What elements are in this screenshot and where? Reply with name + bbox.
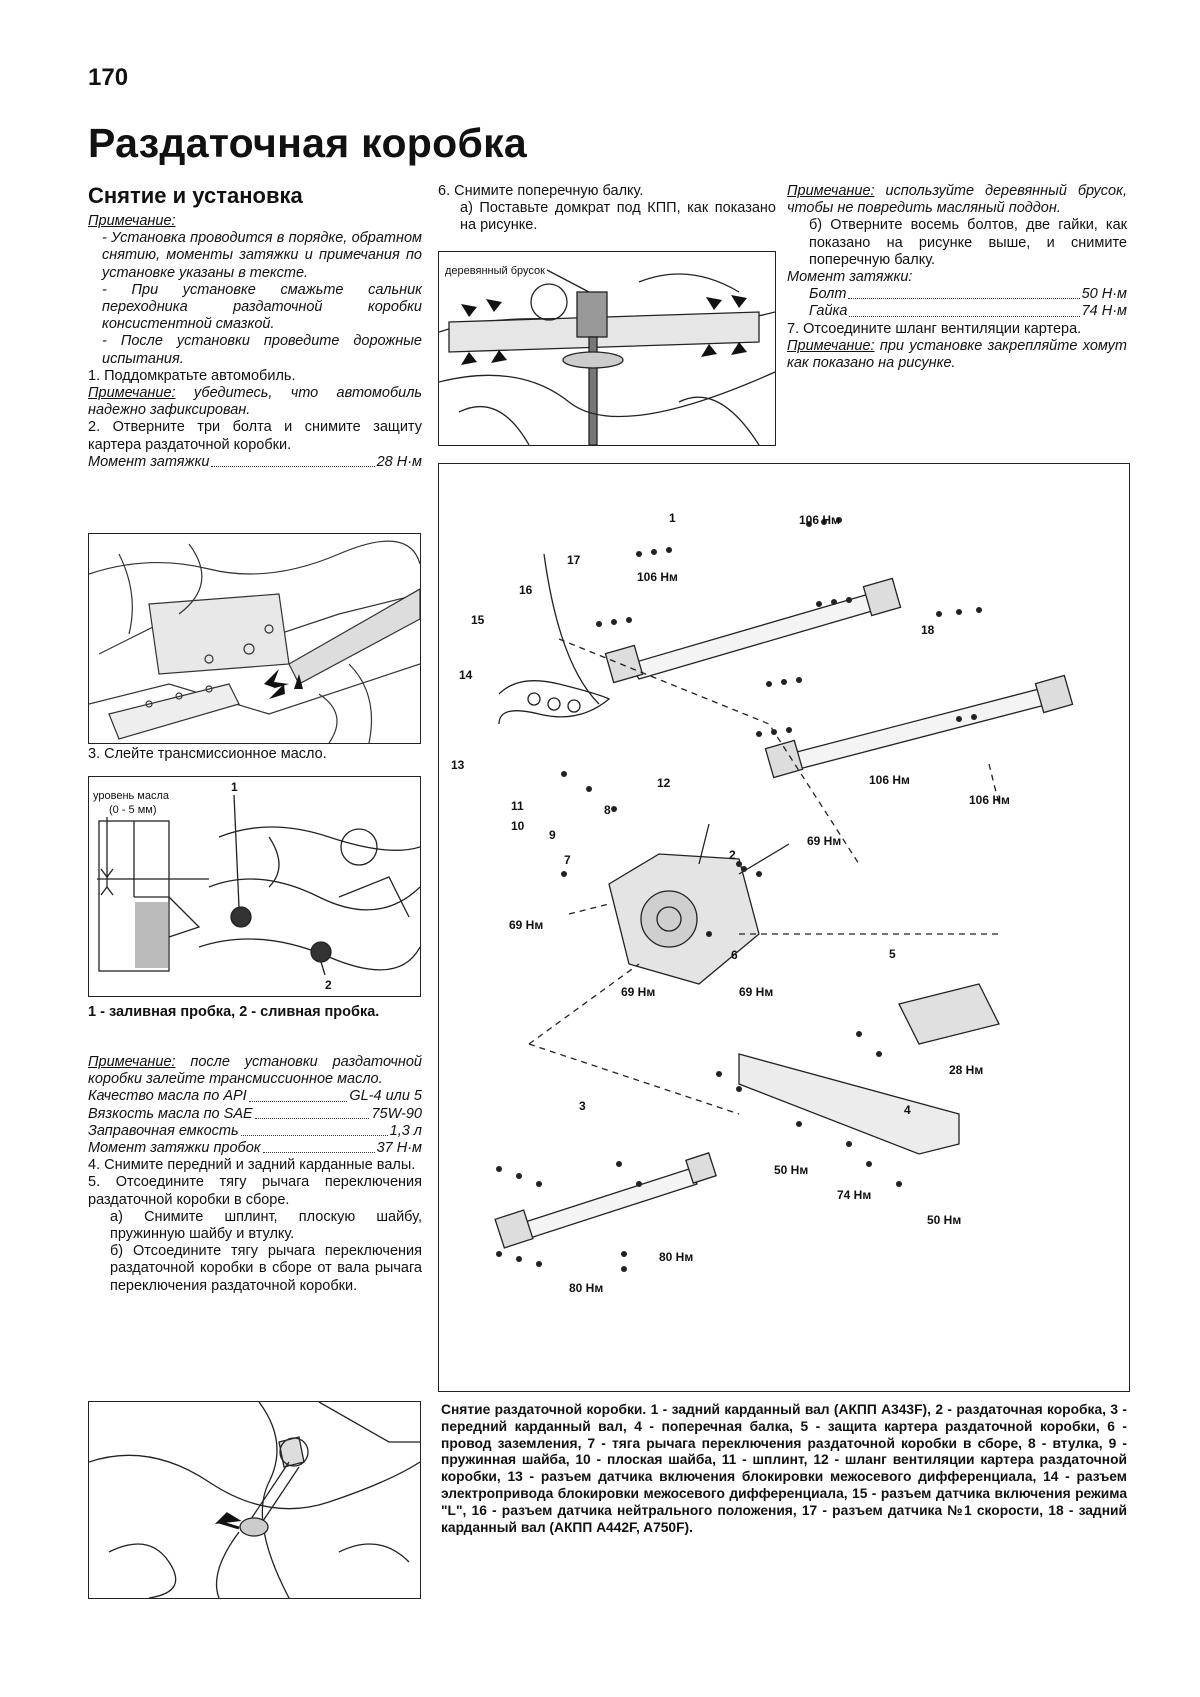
callout-1: 1 xyxy=(669,511,676,525)
callout-7: 7 xyxy=(564,853,571,867)
oil-level-range: (0 - 5 мм) xyxy=(109,804,157,816)
torque-label: 74 Нм xyxy=(837,1188,871,1202)
figure-oil-plugs: уровень масла (0 - 5 мм) 1 2 xyxy=(88,776,421,997)
torque-label: 80 Нм xyxy=(659,1250,693,1264)
torque-label: 106 Нм xyxy=(969,793,1010,807)
note-label: Примечание: xyxy=(88,213,176,229)
torque-label: 106 Нм xyxy=(869,773,910,787)
step-5a: а) Снимите шплинт, плоскую шайбу, пружин… xyxy=(110,1208,422,1243)
section-heading: Снятие и установка xyxy=(88,183,303,208)
step-7: 7. Отсоедините шланг вентиляции картера. xyxy=(787,320,1082,337)
callout-9: 9 xyxy=(549,828,556,842)
page-title: Раздаточная коробка xyxy=(88,120,528,166)
torque-label: 69 Нм xyxy=(807,834,841,848)
oil-level-label: уровень масла xyxy=(93,790,170,802)
callout-11: 11 xyxy=(511,799,524,813)
step-3-block: 3. Слейте трансмиссионное масло. xyxy=(88,746,422,763)
callout-15: 15 xyxy=(471,613,485,627)
figure-oil-plugs-caption: 1 - заливная пробка, 2 - сливная пробка. xyxy=(88,1004,380,1020)
note-item: - Установка проводится в порядке, обратн… xyxy=(102,230,422,281)
callout-10: 10 xyxy=(511,819,525,833)
left-column-top: Примечание: - Установка проводится в пор… xyxy=(88,213,422,471)
step-1-note: Примечание: убедитесь, что автомобиль на… xyxy=(88,385,423,419)
callout-12: 12 xyxy=(657,776,671,790)
callout-8: 8 xyxy=(604,803,611,817)
figure-shift-linkage xyxy=(88,1401,421,1599)
callout-17: 17 xyxy=(567,553,581,567)
step-3: 3. Слейте трансмиссионное масло. xyxy=(88,746,327,762)
left-column-bottom: Примечание: после установки раздаточной … xyxy=(88,1054,422,1295)
torque-heading: Момент затяжки: xyxy=(787,269,913,286)
figure-shield-removal xyxy=(88,533,421,744)
right-column: Примечание: используйте деревянный брусо… xyxy=(787,183,1127,372)
callout-13: 13 xyxy=(451,758,465,772)
step-4: 4. Снимите передний и задний карданные в… xyxy=(88,1157,416,1174)
right-note-2: Примечание: при установке закрепляйте хо… xyxy=(787,337,1127,372)
step-6a: а) Поставьте домкрат под КПП, как показа… xyxy=(460,200,776,234)
callout-1: 1 xyxy=(231,780,238,794)
step-5: 5. Отсоедините тягу рычага переключения … xyxy=(88,1174,422,1208)
torque-label: 69 Нм xyxy=(739,985,773,999)
callout-4: 4 xyxy=(904,1103,911,1117)
callout-3: 3 xyxy=(579,1099,586,1113)
torque-label: 28 Нм xyxy=(949,1063,983,1077)
step-1: 1. Поддомкратьте автомобиль. xyxy=(88,367,296,384)
callout-14: 14 xyxy=(459,668,473,682)
right-note-1: Примечание: используйте деревянный брусо… xyxy=(787,183,1127,217)
callout-2: 2 xyxy=(729,848,736,862)
step-5b: б) Отсоедините тягу рычага переключения … xyxy=(110,1243,422,1294)
callout-16: 16 xyxy=(519,583,533,597)
step-6b: б) Отверните восемь болтов, две гайки, к… xyxy=(809,217,1127,268)
callout-2: 2 xyxy=(325,978,332,992)
torque-label: 69 Нм xyxy=(509,918,543,932)
figure-transfer-case-exploded: 1 2 3 4 5 6 7 8 9 10 11 12 13 14 15 16 1… xyxy=(438,463,1130,1392)
note-item: - После установки проведите дорожные исп… xyxy=(102,333,422,367)
step-2: 2. Отверните три болта и снимите защиту … xyxy=(88,419,422,453)
wood-block-label: деревянный брусок xyxy=(445,265,545,277)
callout-5: 5 xyxy=(889,947,896,961)
torque-label: 50 Нм xyxy=(927,1213,961,1227)
middle-column-top: 6. Снимите поперечную балку. а) Поставьт… xyxy=(438,183,776,235)
note-item: - При установке смажьте сальник переходн… xyxy=(102,281,422,333)
oil-note: Примечание: после установки раздаточной … xyxy=(88,1054,422,1088)
torque-label: 106 Нм xyxy=(799,513,840,527)
figure-jack-position: деревянный брусок xyxy=(438,251,776,446)
torque-label: 69 Нм xyxy=(621,985,655,999)
callout-6: 6 xyxy=(731,948,738,962)
torque-label: 50 Нм xyxy=(774,1163,808,1177)
callout-18: 18 xyxy=(921,623,935,637)
torque-label: 106 Нм xyxy=(637,570,678,584)
figure-transfer-case-caption: Снятие раздаточной коробки. 1 - задний к… xyxy=(441,1402,1127,1535)
torque-label: 80 Нм xyxy=(569,1281,603,1295)
page-number: 170 xyxy=(88,64,129,91)
step-6: 6. Снимите поперечную балку. xyxy=(438,183,644,199)
